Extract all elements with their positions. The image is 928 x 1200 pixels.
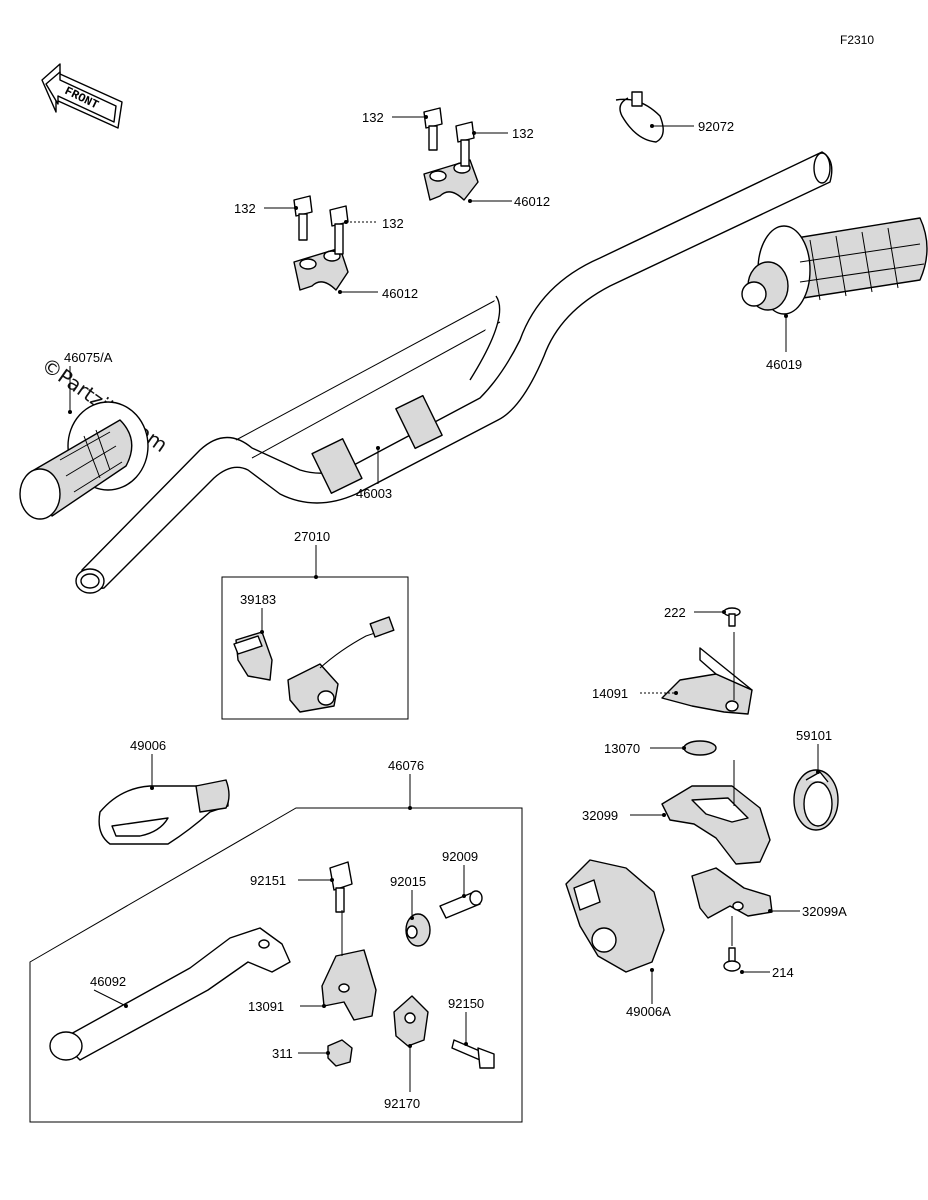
label-132-b: 132 xyxy=(512,126,534,141)
ring-13070 xyxy=(683,740,717,756)
clamp-46012-lower xyxy=(293,247,349,291)
label-13091: 13091 xyxy=(248,999,284,1014)
bolt-92150 xyxy=(451,1039,495,1069)
band-92072 xyxy=(615,91,664,143)
label-46003: 46003 xyxy=(356,486,392,501)
label-92072: 92072 xyxy=(698,119,734,134)
screw-214 xyxy=(723,947,741,972)
label-311: 311 xyxy=(272,1046,293,1061)
bolt-132-b xyxy=(455,121,475,167)
label-92009: 92009 xyxy=(442,849,478,864)
handlebar-46003 xyxy=(75,151,833,594)
holder-13091 xyxy=(321,949,377,1021)
label-46012-lower: 46012 xyxy=(382,286,418,301)
label-46019: 46019 xyxy=(766,357,802,372)
bolt-132-c xyxy=(293,195,313,241)
bolt-92151 xyxy=(329,861,353,913)
label-132-c: 132 xyxy=(234,201,256,216)
washer-92015 xyxy=(405,913,431,947)
label-13070: 13070 xyxy=(604,741,640,756)
label-222: 222 xyxy=(664,605,686,620)
label-49006a: 49006A xyxy=(626,1004,671,1019)
collar-92009 xyxy=(439,890,483,919)
throttle-59101 xyxy=(793,769,839,831)
left-grip-46075 xyxy=(19,401,149,520)
label-49006: 49006 xyxy=(130,738,166,753)
bolt-132-a xyxy=(423,107,443,151)
label-32099: 32099 xyxy=(582,808,618,823)
label-214: 214 xyxy=(772,965,794,980)
screw-222 xyxy=(723,607,741,627)
label-46092: 46092 xyxy=(90,974,126,989)
lever-46092 xyxy=(49,927,291,1061)
label-27010: 27010 xyxy=(294,529,330,544)
label-132-d: 132 xyxy=(382,216,404,231)
leader-lines xyxy=(68,115,820,1092)
front-arrow-icon: FRONT xyxy=(41,63,123,129)
bolt-132-d xyxy=(329,205,349,255)
figure-code: F2310 xyxy=(840,33,874,47)
switch-39183 xyxy=(233,631,273,681)
label-46012-upper: 46012 xyxy=(514,194,550,209)
label-39183: 39183 xyxy=(240,592,276,607)
housing-32099 xyxy=(661,785,771,865)
clamp-46012-upper xyxy=(423,159,479,201)
label-92015: 92015 xyxy=(390,874,426,889)
right-grip-46019 xyxy=(741,217,928,315)
label-46075: 46075/A xyxy=(64,350,113,365)
cover-49006 xyxy=(98,779,230,845)
cover-49006a xyxy=(565,859,665,973)
cable-14091 xyxy=(661,647,753,715)
label-92150: 92150 xyxy=(448,996,484,1011)
label-46076: 46076 xyxy=(388,758,424,773)
label-92170: 92170 xyxy=(384,1096,420,1111)
housing-32099a xyxy=(691,867,773,919)
holder-92170 xyxy=(393,995,429,1047)
nut-311 xyxy=(327,1039,353,1067)
lever-group-frame xyxy=(29,807,523,1123)
label-92151: 92151 xyxy=(250,873,286,888)
label-132-a: 132 xyxy=(362,110,384,125)
label-59101: 59101 xyxy=(796,728,832,743)
label-14091: 14091 xyxy=(592,686,628,701)
switch-27010 xyxy=(287,616,395,713)
label-32099a: 32099A xyxy=(802,904,847,919)
